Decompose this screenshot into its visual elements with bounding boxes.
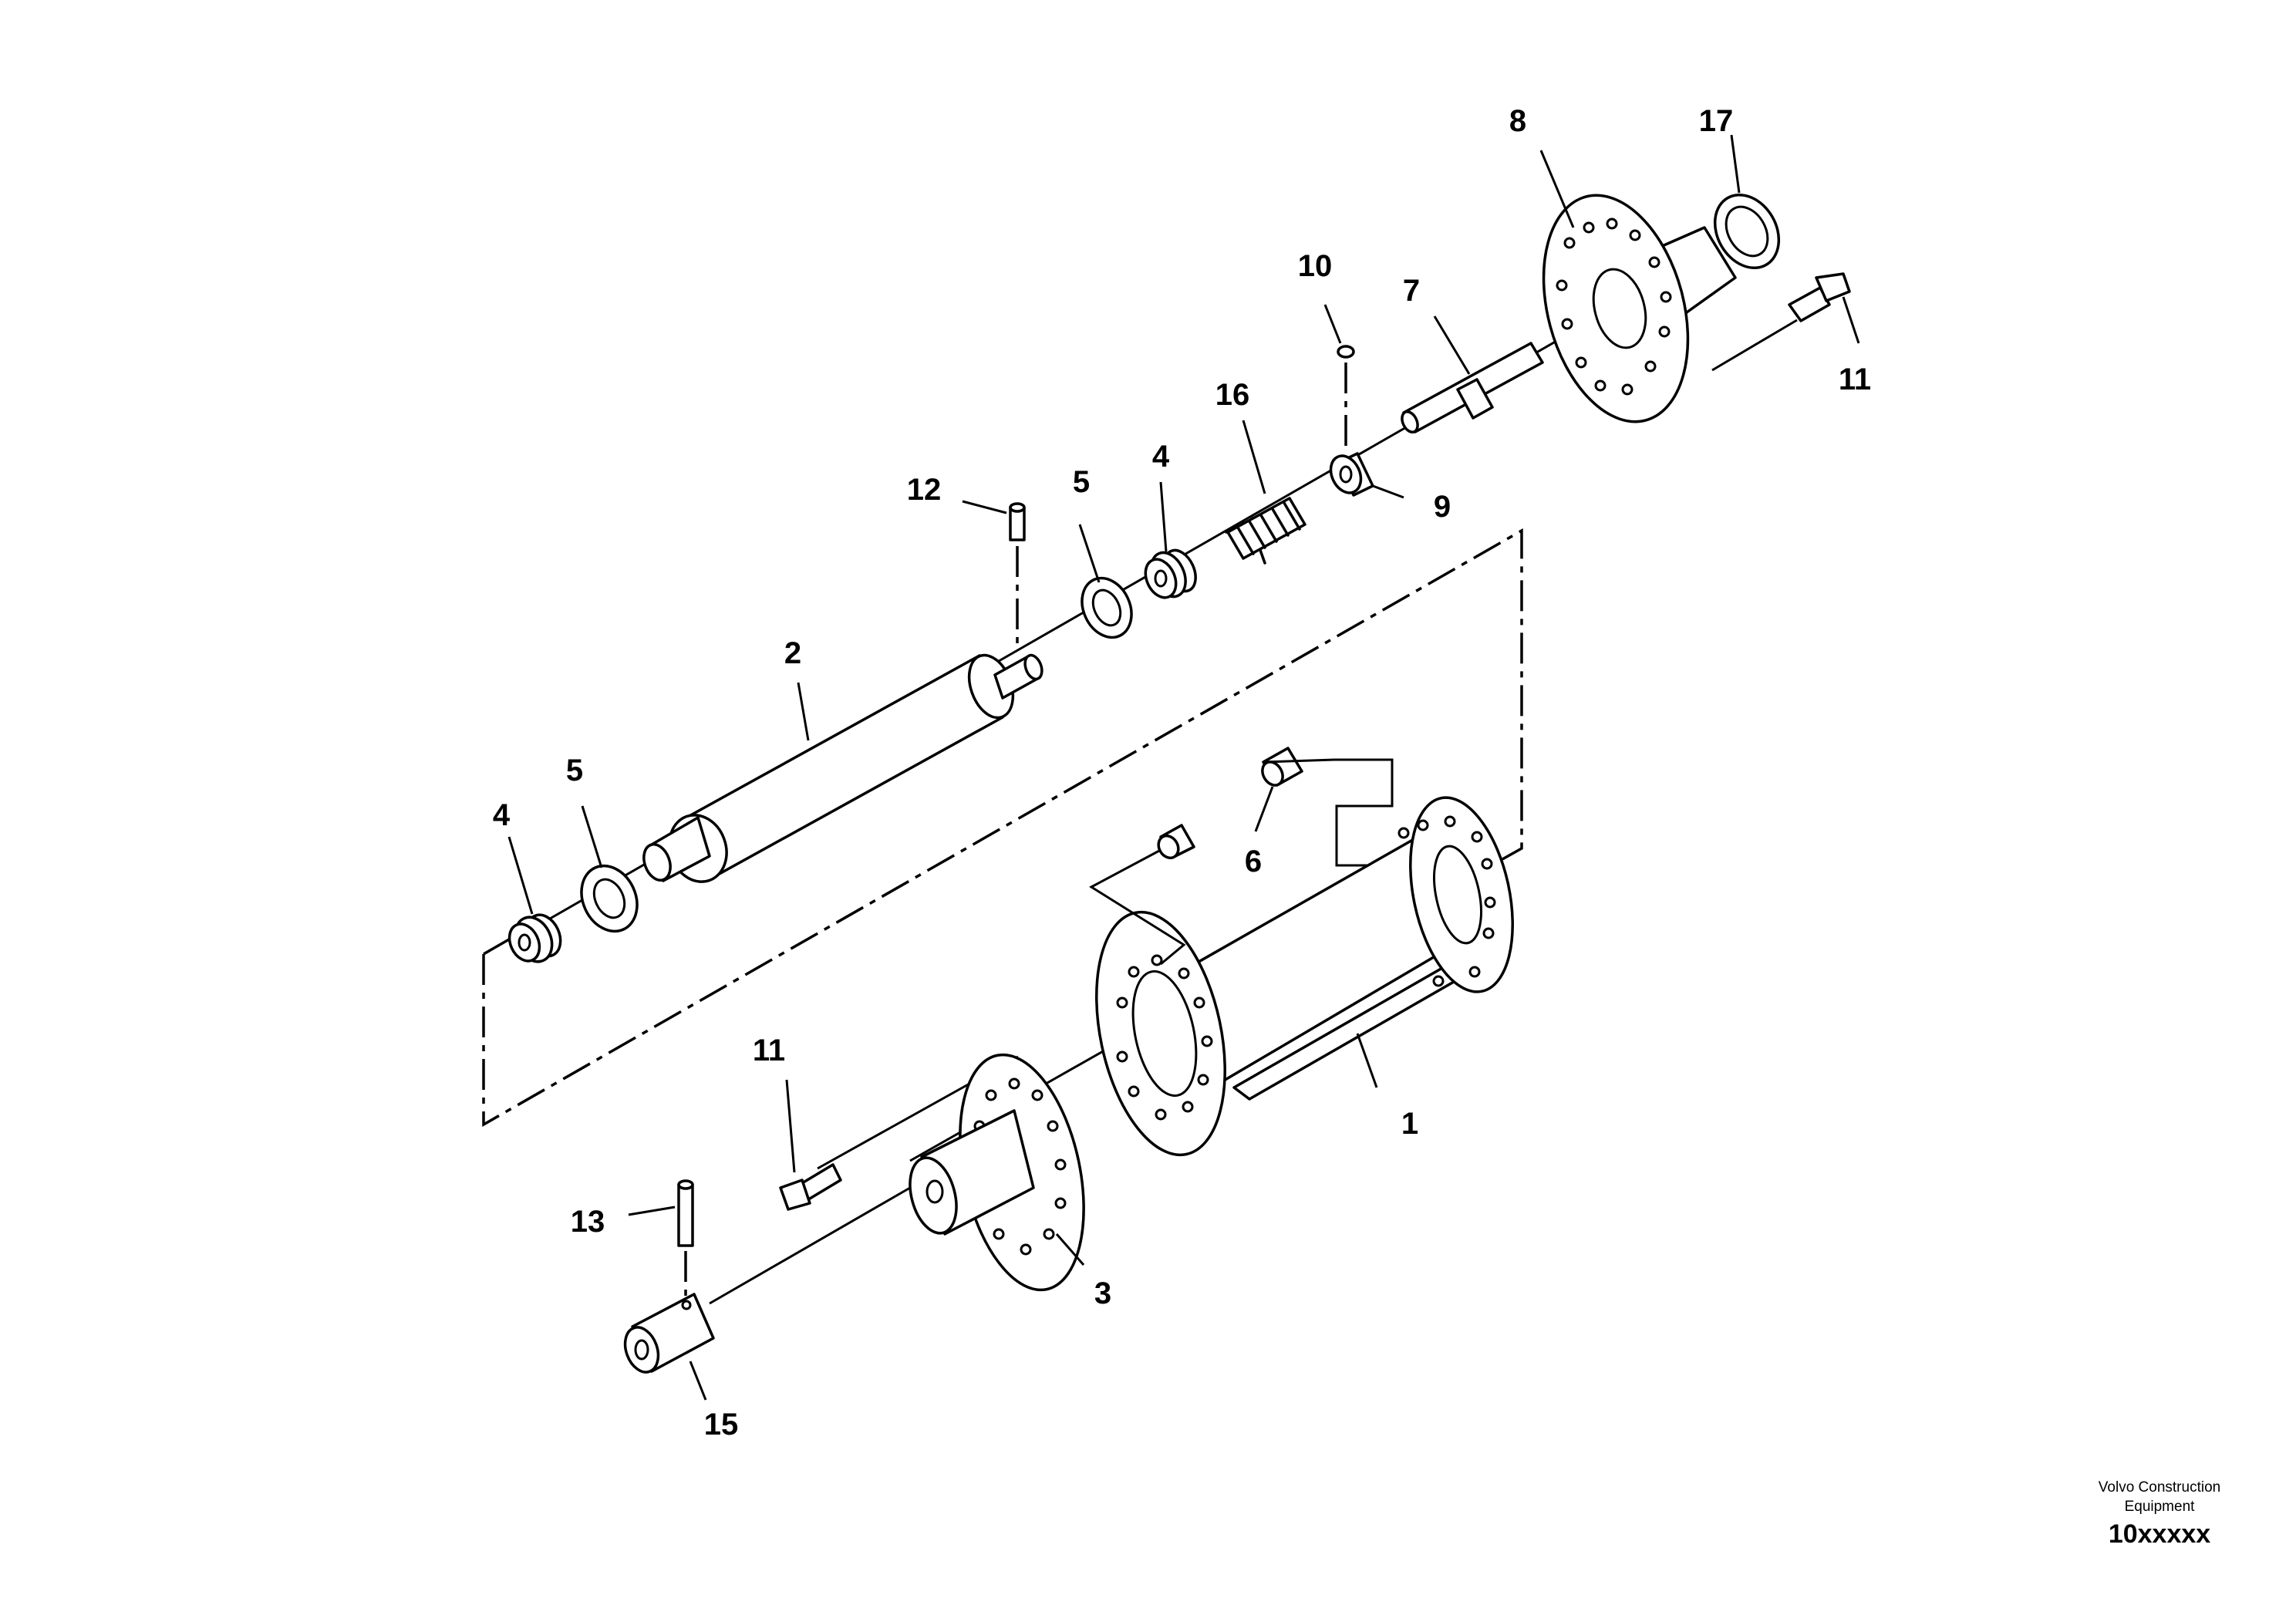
part-2-shaft: [642, 653, 1043, 883]
callout-4-left: 4: [493, 798, 511, 832]
callout-6: 6: [1245, 845, 1262, 878]
part-10-set-screw: [1337, 345, 1355, 451]
assembly-frame: [482, 528, 1523, 1128]
part-4-nut-left: [507, 913, 562, 963]
part-7-spline-shaft: [1401, 342, 1544, 433]
part-11-bolt-upper: [1788, 272, 1851, 322]
callout-13: 13: [571, 1205, 605, 1239]
part-16-spring: [1225, 497, 1306, 565]
callout-leader-lines: [507, 134, 1860, 1401]
part-3-flange-hub: [909, 1053, 1085, 1292]
part-15-sleeve: [623, 1293, 715, 1374]
brand-line-2: Equipment: [2124, 1499, 2195, 1515]
callout-3: 3: [1094, 1276, 1111, 1310]
part-5-washer-left: [580, 864, 639, 933]
callout-10: 10: [1298, 249, 1333, 283]
part-17-seal-ring: [1713, 193, 1781, 270]
callout-1: 1: [1401, 1107, 1418, 1141]
brand-name: Volvo Construction Equipment: [2044, 1478, 2275, 1516]
part-6-fitting-upper: [1261, 747, 1303, 787]
callout-15: 15: [704, 1408, 739, 1442]
part-6-fitting-lower: [1157, 824, 1195, 860]
callout-2: 2: [784, 636, 801, 670]
callout-4-right: 4: [1152, 440, 1170, 474]
callout-16: 16: [1215, 378, 1250, 412]
callout-11-lower: 11: [753, 1034, 785, 1067]
part-8-hub-flange: [1542, 194, 1737, 423]
part-4-nut-right: [1144, 548, 1197, 599]
callout-5-right: 5: [1073, 465, 1090, 499]
callout-17: 17: [1699, 104, 1734, 138]
part-13-roll-pin: [677, 1179, 694, 1296]
part-12-pin: [1009, 502, 1026, 646]
part-9-collar: [1329, 452, 1374, 497]
callout-11-upper: 11: [1839, 363, 1871, 396]
part-1-housing: [1095, 796, 1514, 1157]
callout-labels: 1 2 3 4 4 5 5 6 7 8 9 10 11 11 12 13 15 …: [493, 104, 1871, 1442]
part-5-washer-right: [1081, 576, 1133, 639]
callout-5-left: 5: [566, 754, 583, 787]
brand-line-1: Volvo Construction: [2098, 1479, 2221, 1496]
callout-12: 12: [907, 473, 942, 507]
callout-8: 8: [1509, 104, 1526, 138]
document-code: 10xxxxx: [2108, 1519, 2211, 1549]
part-11-bolt-lower: [779, 1163, 842, 1211]
callout-7: 7: [1403, 274, 1420, 308]
callout-9: 9: [1434, 490, 1451, 524]
